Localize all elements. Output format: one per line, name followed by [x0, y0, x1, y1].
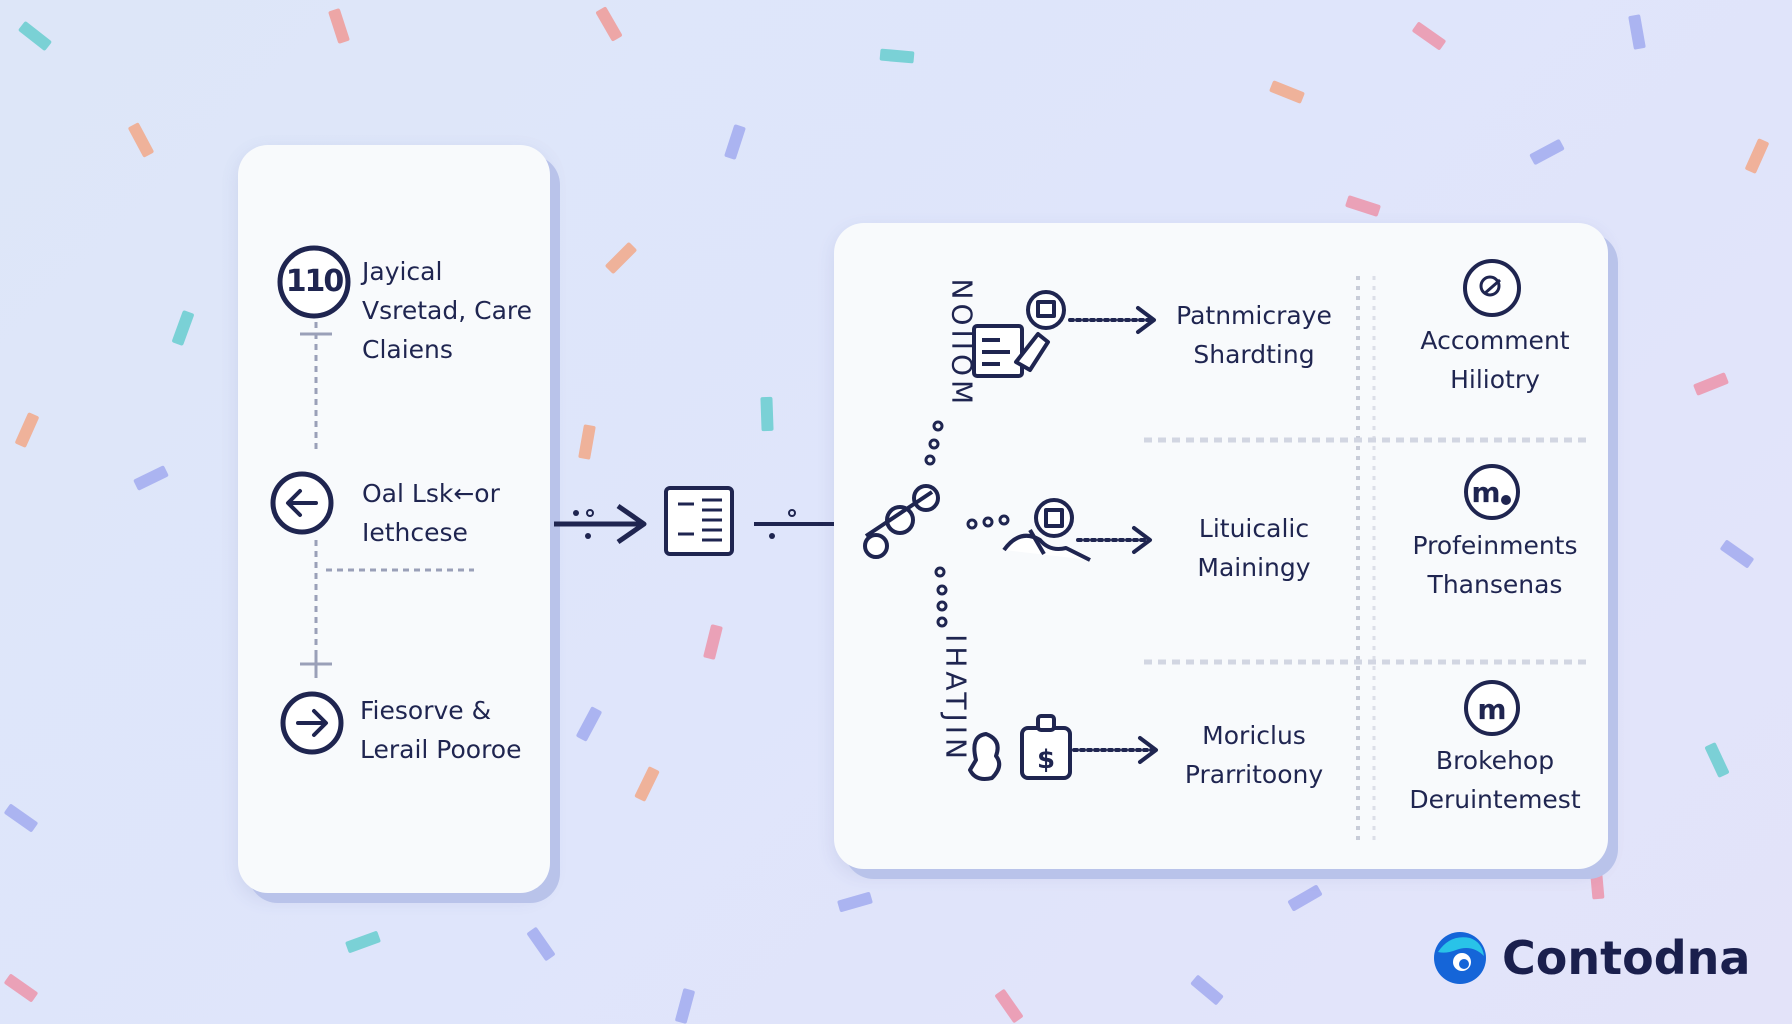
- result-label-line: Hiliotry: [1450, 365, 1540, 394]
- step-1-line: Vsretad, Care: [362, 296, 533, 325]
- arrow-right-circle-icon: [280, 691, 344, 755]
- result-label-line: Brokehop: [1435, 746, 1555, 775]
- vertical-label-top: NOIIOM: [945, 278, 979, 409]
- step-number-badge-icon: [277, 245, 351, 319]
- arrow-left-circle-icon: [270, 471, 334, 535]
- flow-arrow-icon: [554, 503, 647, 545]
- step-2-line: Iethcese: [362, 518, 468, 547]
- result-label-line: Accomment: [1420, 326, 1570, 355]
- step-1-line: Claiens: [362, 335, 453, 364]
- money-bag-icon: [968, 714, 1072, 781]
- spine-dots: [924, 420, 1010, 628]
- result-label-line: Thansenas: [1427, 570, 1563, 599]
- connector-line: [754, 509, 834, 539]
- m-badge-glyph: m: [1471, 476, 1500, 509]
- brand-logo: Contodna: [1432, 930, 1750, 986]
- document-list-icon: [664, 486, 734, 556]
- gear-badge-icon: [1002, 498, 1091, 562]
- step-number-label: 110: [285, 264, 345, 299]
- m-badge-glyph: m: [1477, 693, 1506, 726]
- process-label-line: Lituicalic: [1198, 514, 1310, 543]
- result-label-line: Deruintemest: [1409, 785, 1581, 814]
- step-2-line: Oal Lsk←or: [362, 479, 500, 508]
- connector-hub-icon: [863, 484, 940, 559]
- process-label: Moriclus Prarritoony: [1156, 716, 1352, 794]
- arrow-right-icon: [1072, 736, 1158, 764]
- m-badge-icon: [1464, 464, 1520, 520]
- vertical-label-bottom: IHATJIN: [939, 634, 973, 763]
- step-3-line: Fiesorve &: [360, 696, 492, 725]
- result-label: Accomment Hiliotry: [1392, 321, 1598, 399]
- form-approval-icon: [972, 290, 1066, 378]
- dollar-sign-glyph: $: [1037, 745, 1055, 775]
- arrow-right-icon: [1068, 306, 1156, 334]
- result-label-line: Profeinments: [1412, 531, 1578, 560]
- result-label: Brokehop Deruintemest: [1392, 741, 1598, 819]
- arrow-right-icon: [1076, 526, 1152, 554]
- result-label: Profeinments Thansenas: [1392, 526, 1598, 604]
- process-label-line: Prarritoony: [1184, 760, 1324, 789]
- process-label-line: Moriclus: [1202, 721, 1306, 750]
- m-badge-icon: [1464, 680, 1520, 736]
- process-label: Lituicalic Mainingy: [1156, 509, 1352, 587]
- step-1-line: Jaуical: [362, 257, 443, 286]
- step-2-text: Oal Lsk←or Iethcese: [362, 474, 500, 552]
- process-label-line: Shardting: [1193, 340, 1315, 369]
- process-label-line: Patnmicraye: [1176, 301, 1332, 330]
- step-3-text: Fiesorve & Lerail Pooroe: [360, 691, 522, 769]
- step-1-text: Jaуical Vsretad, Care Claiens: [362, 252, 532, 369]
- process-label: Patnmicraye Shardting: [1156, 296, 1352, 374]
- target-gear-icon: [1463, 259, 1521, 317]
- process-label-line: Mainingy: [1197, 553, 1311, 582]
- brand-mark-icon: [1434, 932, 1486, 984]
- brand-name: Contodna: [1502, 931, 1751, 985]
- right-panel: [834, 223, 1608, 869]
- step-3-line: Lerail Pooroe: [360, 735, 522, 764]
